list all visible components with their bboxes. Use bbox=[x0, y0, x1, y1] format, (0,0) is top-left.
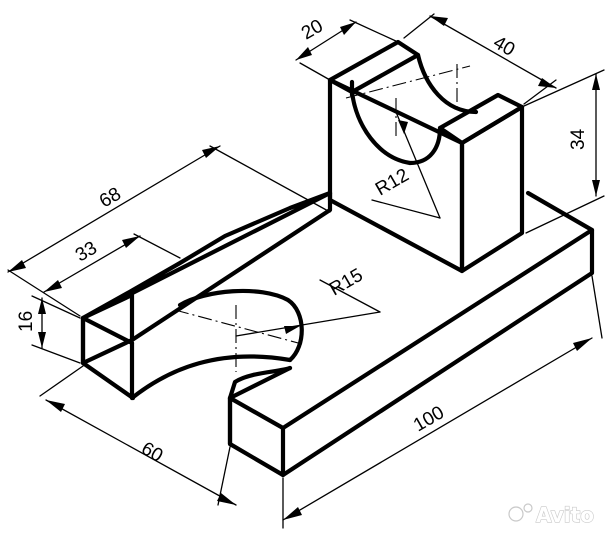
dimension-labels: 100 60 16 68 33 20 40 34 R15 R12 bbox=[16, 16, 589, 467]
avito-watermark: Avito bbox=[508, 502, 595, 528]
dim-34: 34 bbox=[568, 128, 589, 150]
fork-prong-left-top bbox=[80, 190, 333, 321]
block-right-face bbox=[459, 104, 525, 274]
groove-r12-back-arc bbox=[415, 52, 479, 115]
slot-r15-arc-bottom bbox=[129, 354, 293, 401]
dim-20: 20 bbox=[298, 16, 327, 45]
radius-r12-label: R12 bbox=[372, 165, 413, 201]
centre-lines bbox=[174, 64, 471, 372]
slot-r15-arc-top bbox=[177, 288, 304, 363]
dim-16: 16 bbox=[16, 311, 37, 332]
avito-logo-icon bbox=[508, 506, 524, 522]
watermark-text: Avito bbox=[536, 503, 594, 527]
upper-block bbox=[327, 39, 525, 274]
dim-68: 68 bbox=[96, 184, 125, 213]
radius-r15-label: R15 bbox=[326, 265, 367, 301]
dim-60: 60 bbox=[138, 438, 167, 467]
base-plate bbox=[80, 190, 595, 478]
dim-100: 100 bbox=[410, 402, 448, 436]
dimension-lines bbox=[7, 13, 605, 529]
block-top-right bbox=[437, 92, 525, 146]
dim-40: 40 bbox=[490, 32, 519, 61]
groove-r12-front-arc bbox=[349, 89, 443, 166]
